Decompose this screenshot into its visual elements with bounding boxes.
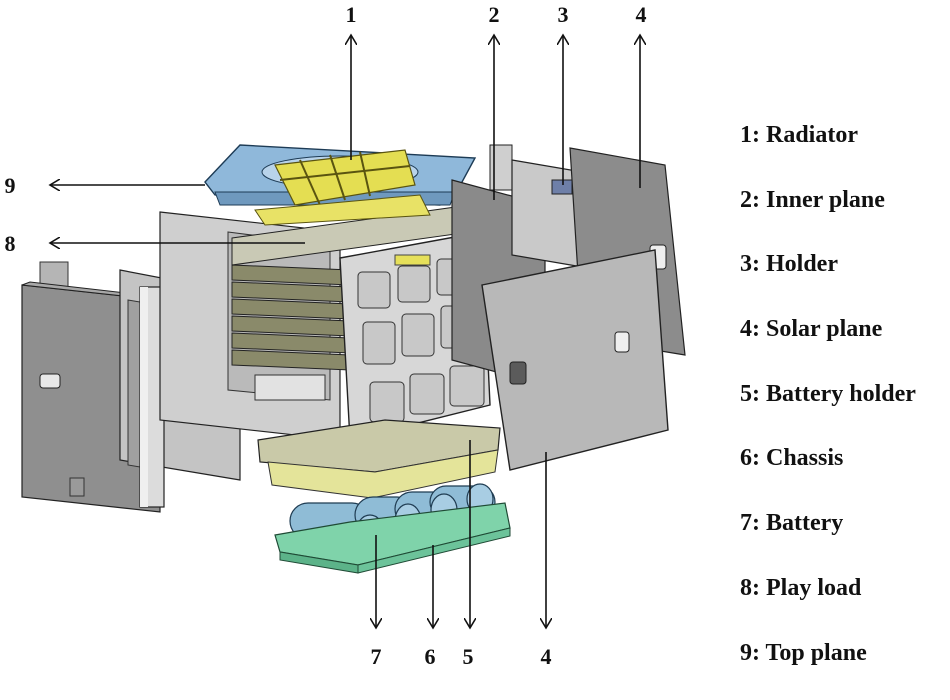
- callout-2: 2: [489, 2, 500, 27]
- right-solar-plane-front: [482, 250, 668, 470]
- legend-item-top-plane: 9: Top plane: [740, 636, 948, 700]
- callout-9: 9: [5, 173, 16, 198]
- callout-8: 8: [5, 231, 16, 256]
- legend-item-solar-plane: 4: Solar plane: [740, 312, 948, 377]
- callout-4-top: 4: [636, 2, 647, 27]
- callout-6: 6: [425, 644, 436, 669]
- callout-3: 3: [558, 2, 569, 27]
- callout-7: 7: [371, 644, 382, 669]
- callout-1: 1: [346, 2, 357, 27]
- legend: 1: Radiator 2: Inner plane 3: Holder 4: …: [740, 118, 948, 700]
- legend-item-chassis: 6: Chassis: [740, 441, 948, 506]
- callout-4-bottom: 4: [541, 644, 552, 669]
- callout-5: 5: [463, 644, 474, 669]
- legend-item-inner-plane: 2: Inner plane: [740, 183, 948, 248]
- legend-item-battery: 7: Battery: [740, 506, 948, 571]
- legend-item-radiator: 1: Radiator: [740, 118, 948, 183]
- legend-item-play-load: 8: Play load: [740, 571, 948, 636]
- legend-item-battery-holder: 5: Battery holder: [740, 377, 948, 442]
- legend-item-holder: 3: Holder: [740, 247, 948, 312]
